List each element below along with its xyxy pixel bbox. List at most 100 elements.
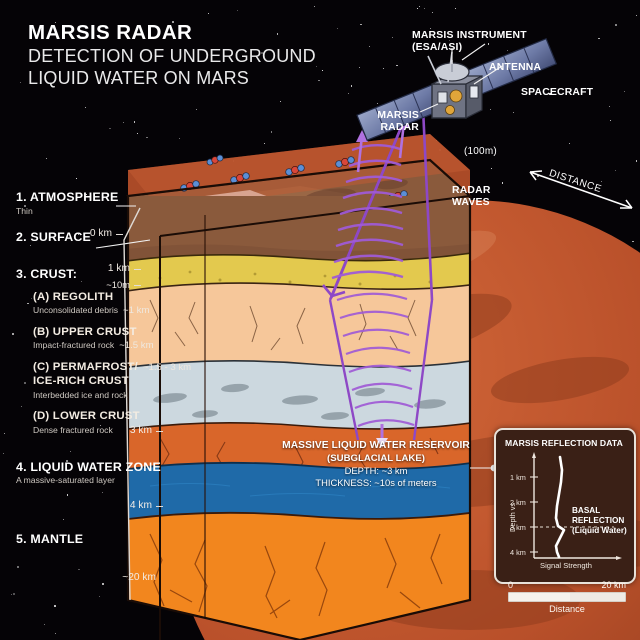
legend-permafrost-title: (C) PERMAFROST/ — [33, 361, 138, 375]
label-marsis-instrument-l1: MARSIS INSTRUMENT — [412, 30, 527, 41]
depth-label-3km: 3 km — [129, 425, 152, 436]
legend-item-regolith: (A) REGOLITH Unconsolidated debris ~1 km — [16, 291, 231, 316]
reservoir-line-3: DEPTH: ~3 km — [344, 465, 408, 477]
legend-permafrost-name: PERMAFROST/ — [52, 361, 138, 374]
depth-tick-1km — [134, 269, 141, 270]
scalebar-caption: Distance — [549, 604, 585, 614]
callout-leaders — [95, 43, 503, 469]
legend-upper-crust-name: UPPER CRUST — [52, 326, 137, 339]
inset-basal-l2: REFLECTION — [572, 516, 625, 525]
legend-upper-crust-title: (B) UPPER CRUST — [33, 326, 231, 340]
inset-ytick-3km: 3 km — [510, 523, 526, 532]
label-marsis-radar-l1: MARSIS — [377, 110, 419, 121]
inset-basal-l1: BASAL — [572, 506, 601, 515]
marsis-reflection-chart: MARSIS REFLECTION DATA 1 km 2 km 3 km 4 … — [494, 428, 636, 584]
reservoir-line-1: MASSIVE LIQUID WATER RESERVOIR — [282, 440, 470, 451]
scalebar-min: 0 — [508, 580, 514, 590]
legend-permafrost-sub: Interbedded ice and rock — [33, 389, 128, 400]
label-altitude: (100m) — [464, 146, 497, 157]
legend-item-lower-crust: (D) LOWER CRUST Dense fractured rock — [16, 410, 231, 435]
legend-lower-crust-sub: Dense fractured rock — [33, 424, 113, 435]
legend-surface-num: 2. — [16, 230, 27, 245]
legend-upper-crust-value: ~1.5 km — [119, 340, 154, 352]
inset-y-axis-label: Depth vs — [508, 502, 517, 532]
legend-item-upper-crust: (B) UPPER CRUST Impact-fractured rock ~1… — [16, 326, 231, 351]
legend-regolith-title: (A) REGOLITH — [33, 291, 231, 305]
label-marsis-instrument-l2: (ESA/ASI) — [412, 42, 463, 54]
legend-permafrost-row: (C) PERMAFROST/ ~1.5 - 3 km — [33, 361, 231, 375]
label-radar-waves-l2: WAVES — [452, 197, 490, 209]
legend-item-atmosphere: 1. ATMOSPHERE Thin — [16, 190, 231, 216]
depth-tick-4km — [156, 506, 163, 507]
legend-mantle-title: 5. MANTLE — [16, 532, 231, 547]
reservoir-callout: MASSIVE LIQUID WATER RESERVOIR (SUBGLACI… — [258, 440, 494, 490]
title-block: MARSIS RADAR DETECTION OF UNDERGROUND LI… — [28, 21, 316, 89]
mars-express-spacecraft — [356, 37, 558, 141]
legend-permafrost-value: ~1.5 - 3 km — [142, 362, 192, 374]
legend-crust-name: CRUST: — [30, 267, 78, 282]
legend-mantle-name: MANTLE — [30, 531, 84, 546]
inset-basal-annotation: BASAL REFLECTION (Liquid Water) — [572, 506, 627, 536]
legend-regolith-value: ~1 km — [123, 305, 150, 317]
legend-item-crust: 3. CRUST: — [16, 267, 231, 282]
radar-waves — [321, 107, 434, 448]
reservoir-line-2: (SUBGLACIAL LAKE) — [327, 452, 425, 464]
legend-lower-crust-title: (D) LOWER CRUST — [33, 410, 231, 424]
depth-label-20km: ~20 km — [122, 572, 156, 583]
legend-regolith-row: Unconsolidated debris ~1 km — [33, 305, 231, 317]
legend-upper-crust-sub: Impact-fractured rock — [33, 340, 115, 351]
legend-item-permafrost: (C) PERMAFROST/ ~1.5 - 3 km ICE-RICH CRU… — [16, 361, 231, 400]
legend-mantle-num: 5. — [16, 531, 27, 546]
depth-label-10m: ~10m — [106, 279, 130, 290]
legend-item-liquid-water-zone: 4. LIQUID WATER ZONE A massive-saturated… — [16, 460, 231, 486]
legend-regolith-num: (A) — [33, 290, 50, 303]
legend-regolith-sub: Unconsolidated debris — [33, 305, 119, 316]
legend-water-name: LIQUID WATER ZONE — [30, 459, 161, 474]
legend-atmosphere-title: 1. ATMOSPHERE — [16, 190, 231, 205]
label-marsis-instrument: MARSIS INSTRUMENT (ESA/ASI) — [412, 30, 527, 55]
subtitle-line-1: DETECTION OF UNDERGROUND — [28, 45, 316, 66]
legend-permafrost-num: (C) — [33, 361, 50, 374]
label-antenna: ANTENNA — [489, 62, 542, 73]
legend-surface-name: SURFACE — [30, 230, 91, 245]
legend-lower-crust-name: LOWER CRUST — [52, 410, 140, 423]
depth-label-4km: 4 km — [129, 500, 152, 511]
legend-water-num: 4. — [16, 459, 27, 474]
signal-strength-trace — [554, 455, 566, 559]
legend-surface-title: 2. SURFACE — [16, 230, 231, 245]
legend-upper-crust-num: (B) — [33, 326, 50, 339]
legend-upper-crust-row: Impact-fractured rock ~1.5 km — [33, 340, 231, 352]
label-spacecraft: SPACECRAFT — [521, 87, 594, 98]
depth-tick-10m — [134, 285, 141, 286]
legend-item-surface: 2. SURFACE — [16, 230, 231, 245]
legend-lower-crust-num: (D) — [33, 410, 50, 423]
inset-ytick-4km: 4 km — [510, 548, 526, 557]
inset-basal-l3: (Liquid Water) — [572, 526, 627, 535]
legend-water-sub: A massive-saturated layer — [16, 475, 115, 486]
inset-chart-plot — [530, 452, 622, 560]
inset-ytick-1km: 1 km — [510, 473, 526, 482]
legend-regolith-name: REGOLITH — [52, 290, 114, 303]
legend-water-title: 4. LIQUID WATER ZONE — [16, 460, 231, 475]
scalebar-fill — [509, 593, 571, 601]
page-title: MARSIS RADAR — [28, 21, 193, 44]
depth-label-0km: 0 km — [89, 228, 112, 239]
inset-ytick-2km: 2 km — [510, 498, 526, 507]
legend-crust-title: 3. CRUST: — [16, 267, 231, 282]
depth-tick-0km — [116, 234, 123, 235]
subtitle-line-2: LIQUID WATER ON MARS — [28, 67, 250, 88]
label-marsis-radar: MARSIS RADAR — [367, 110, 419, 135]
distance-scale-bar: 0 20 km Distance — [508, 580, 626, 614]
depth-label-1km: 1 km — [107, 263, 130, 274]
depth-tick-3km — [156, 431, 163, 432]
legend-list: 1. ATMOSPHERE Thin 2. SURFACE 3. CRUST: … — [16, 190, 231, 549]
legend-crust-num: 3. — [16, 267, 27, 282]
label-marsis-radar-l2: RADAR — [380, 122, 419, 134]
label-radar-waves-l1: RADAR — [452, 185, 491, 196]
legend-atmosphere-sub: Thin — [16, 205, 33, 216]
legend-atmosphere-num: 1. — [16, 190, 27, 204]
legend-item-mantle: 5. MANTLE — [16, 532, 231, 547]
